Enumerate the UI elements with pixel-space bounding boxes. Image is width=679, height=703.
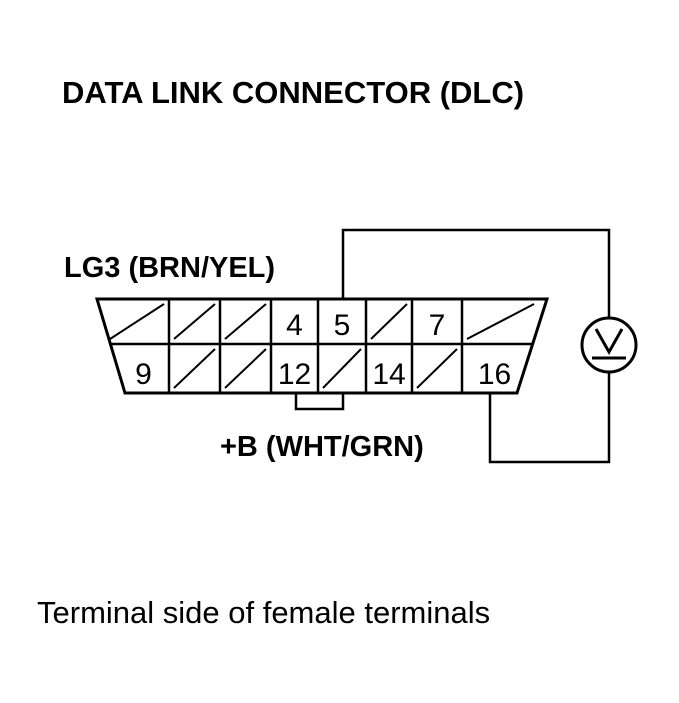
empty-cavity-slash (370, 303, 408, 340)
diagram-caption: Terminal side of female terminals (37, 595, 490, 630)
b-plus-wire (488, 372, 611, 464)
connector-key-tab (294, 393, 345, 411)
connector-cell-dividers (167, 299, 464, 393)
pin-number-label: 7 (429, 309, 446, 342)
lg3-wire-label: LG3 (BRN/YEL) (64, 252, 275, 284)
lg3-wire (341, 228, 611, 318)
voltmeter-icon (580, 316, 638, 374)
empty-cavity-slash (224, 303, 267, 340)
empty-cavity-slash (173, 348, 216, 389)
empty-cavity-slash (322, 348, 362, 389)
empty-cavity-slash (416, 348, 458, 389)
pin-number-label: 5 (334, 309, 351, 342)
b-plus-wire-label: +B (WHT/GRN) (220, 431, 424, 463)
empty-cavity-slash (224, 348, 267, 389)
pin-number-label: 9 (135, 358, 152, 391)
empty-cavity-slash (173, 303, 216, 340)
empty-cavity-slash (109, 303, 165, 340)
connector-body (94, 297, 550, 395)
pin-number-label: 4 (286, 309, 303, 342)
pin-number-label: 12 (278, 358, 311, 391)
diagram-title: DATA LINK CONNECTOR (DLC) (62, 75, 524, 110)
empty-cavity-slash (466, 303, 535, 340)
pin-number-label: 14 (372, 358, 405, 391)
pin-number-label: 16 (478, 358, 511, 391)
